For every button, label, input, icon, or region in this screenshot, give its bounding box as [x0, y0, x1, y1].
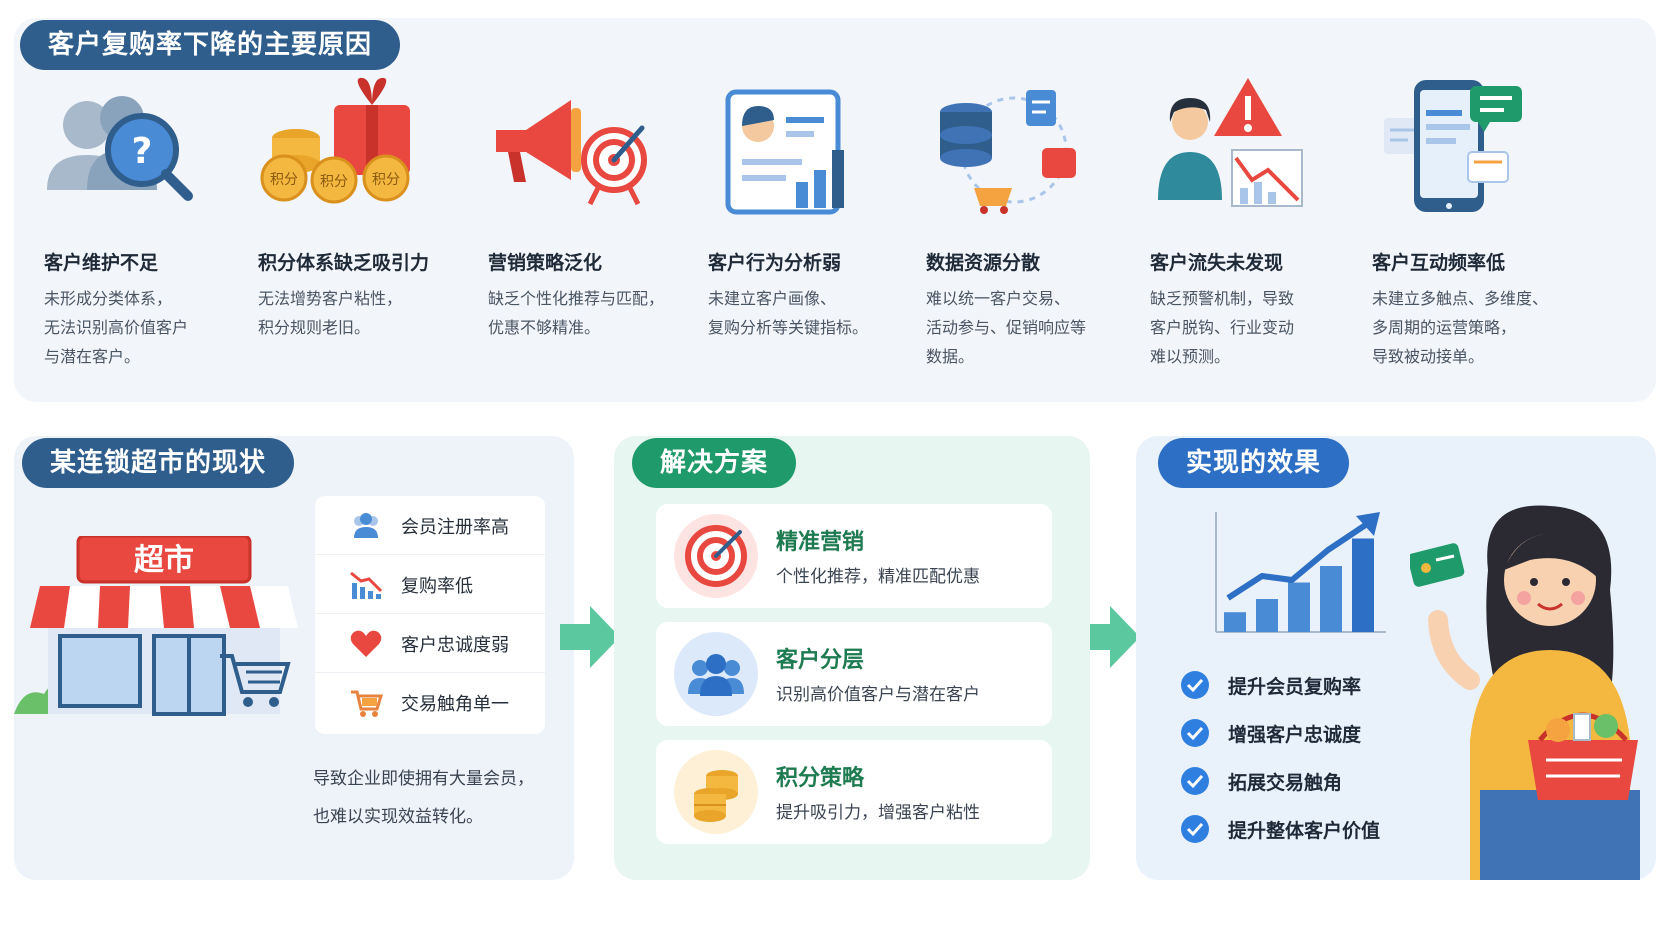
solution-card-segmentation: 客户分层 识别高价值客户与潜在客户 — [656, 622, 1052, 726]
reason-title: 客户行为分析弱 — [708, 252, 842, 274]
coin-label: 积分 — [320, 174, 348, 190]
effect-title: 实现的效果 — [1158, 438, 1350, 488]
check-circle-icon — [1181, 671, 1209, 699]
reason-desc: 未建立多触点、多维度、多周期的运营策略，导致被动接单。 — [1372, 289, 1549, 366]
heart-icon — [350, 630, 382, 657]
shopping-cart-icon — [220, 654, 291, 707]
profile-chart-icon — [725, 89, 844, 215]
user-group-icon — [674, 632, 758, 716]
phone-message-icon — [1384, 80, 1522, 212]
reason-desc: 未建立客户画像、复购分析等关键指标。 — [708, 289, 869, 337]
growth-bar — [1320, 566, 1342, 632]
reason-title: 客户维护不足 — [44, 252, 159, 274]
status-item: 客户忠诚度弱 — [315, 614, 545, 673]
awning — [30, 586, 298, 628]
check-circle-icon — [1181, 767, 1209, 795]
cart-icon — [351, 690, 383, 717]
reason-title: 客户流失未发现 — [1150, 252, 1284, 274]
growth-bar — [1256, 599, 1278, 632]
supermarket-storefront: 超市 — [14, 536, 298, 716]
status-item: 交易触角单一 — [315, 673, 545, 732]
coin-label: 积分 — [270, 172, 298, 188]
coin-label: 积分 — [372, 172, 400, 188]
check-circle-icon — [1181, 815, 1209, 843]
target-icon — [674, 514, 758, 598]
reason-desc: 缺乏预警机制，导致客户脱钩、行业变动难以预测。 — [1150, 289, 1295, 366]
status-list: 会员注册率高 复购率低 客户忠诚度弱 交易触角单一 — [315, 496, 545, 734]
churn-warning-icon — [1158, 78, 1303, 207]
points-gift-icon: 积分 积分 积分 — [260, 77, 410, 204]
decline-chart-icon — [350, 571, 383, 599]
coin-stack-icon — [674, 750, 758, 834]
reason-desc: 缺乏个性化推荐与匹配，优惠不够精准。 — [488, 289, 665, 337]
flow-arrow — [1080, 606, 1140, 668]
svg-text:?: ? — [132, 131, 153, 172]
customer-search-icon: ? — [47, 96, 193, 201]
status-title: 某连锁超市的现状 — [22, 438, 295, 488]
reason-desc: 无法增势客户粘性，积分规则老旧。 — [258, 289, 403, 337]
reason-title: 积分体系缺乏吸引力 — [258, 252, 430, 274]
status-note: 导致企业即使拥有大量会员，也难以实现效益转化。 — [313, 769, 534, 827]
solution-card-points-strategy: 积分策略 提升吸引力，增强客户粘性 — [656, 740, 1052, 844]
members-icon — [354, 513, 378, 538]
status-item: 会员注册率高 — [315, 496, 545, 555]
solution-title: 解决方案 — [632, 438, 797, 488]
growth-bar — [1288, 582, 1310, 632]
status-item: 复购率低 — [315, 555, 545, 614]
database-scatter-icon — [940, 90, 1076, 214]
solution-card-precision-marketing: 精准营销 个性化推荐，精准匹配优惠 — [656, 504, 1052, 608]
causes-title: 客户复购率下降的主要原因 — [20, 20, 401, 70]
flow-arrow — [560, 606, 620, 668]
store-sign: 超市 — [134, 543, 194, 578]
megaphone-target-icon — [496, 100, 647, 206]
growth-chart-illustration — [1215, 512, 1386, 633]
shopper-woman-illustration — [1410, 505, 1640, 880]
reason-desc: 难以统一客户交易、活动参与、促销响应等数据。 — [926, 289, 1087, 366]
reason-title: 营销策略泛化 — [488, 252, 603, 274]
reason-title: 客户互动频率低 — [1372, 252, 1506, 274]
reason-desc: 未形成分类体系，无法识别高价值客户与潜在客户。 — [44, 289, 189, 366]
reason-title: 数据资源分散 — [926, 252, 1041, 274]
growth-bar — [1224, 612, 1246, 632]
check-circle-icon — [1181, 719, 1209, 747]
growth-bar — [1352, 538, 1374, 632]
